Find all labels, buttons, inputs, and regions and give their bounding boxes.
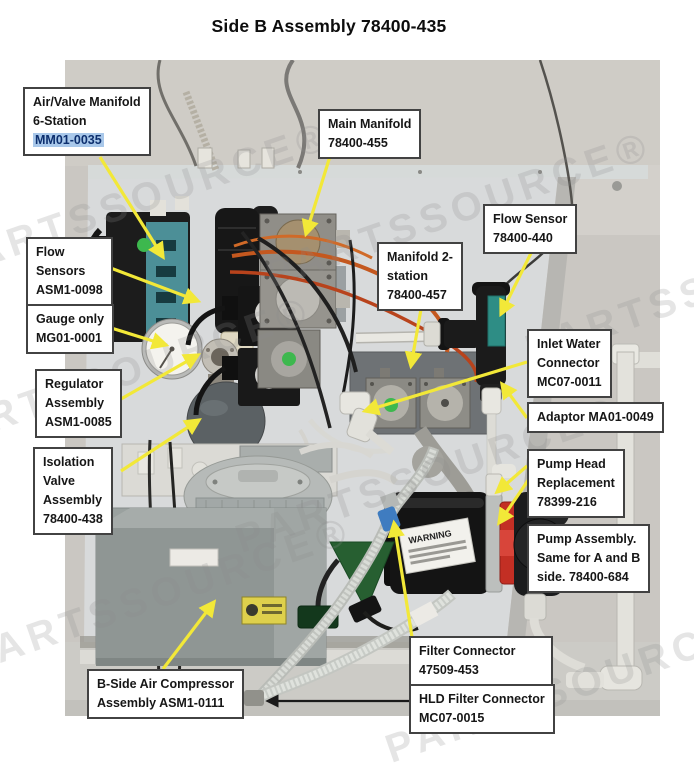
adaptor-fitting bbox=[481, 387, 502, 415]
label-hld-filter-connector: HLD Filter Connector MC07-0015 bbox=[409, 684, 555, 734]
page-title: Side B Assembly 78400-435 bbox=[211, 16, 447, 36]
label-gauge-only: Gauge only MG01-0001 bbox=[26, 304, 115, 354]
compressor-nameplate bbox=[169, 548, 219, 567]
air-compressor bbox=[95, 455, 333, 666]
label-flow-sensors: Flow Sensors ASM1-0098 bbox=[26, 237, 113, 306]
label-inlet-water-connector: Inlet Water Connector MC07-0011 bbox=[527, 329, 612, 398]
highlighted-part-number: MM01-0035 bbox=[33, 133, 104, 147]
label-pump-assembly: Pump Assembly. Same for A and B side. 78… bbox=[527, 524, 651, 593]
label-flow-sensor: Flow Sensor 78400-440 bbox=[483, 204, 578, 254]
hld-filter-connector-fitting bbox=[244, 690, 264, 706]
label-manifold-2-station: Manifold 2- station 78400-457 bbox=[377, 242, 463, 311]
label-regulator-assembly: Regulator Assembly ASM1-0085 bbox=[35, 369, 122, 438]
label-filter-connector: Filter Connector 47509-453 bbox=[409, 636, 553, 686]
black-tubing bbox=[240, 230, 358, 429]
label-main-manifold: Main Manifold 78400-455 bbox=[318, 109, 422, 159]
label-pump-head: Pump Head Replacement 78399-216 bbox=[527, 449, 625, 518]
label-air-valve-manifold: Air/Valve Manifold 6-Station MM01-0035 bbox=[23, 87, 151, 156]
label-adaptor: Adaptor MA01-0049 bbox=[527, 402, 664, 433]
label-compressor: B-Side Air Compressor Assembly ASM1-0111 bbox=[87, 669, 245, 719]
clear-tubes bbox=[298, 441, 399, 485]
label-isolation-valve: Isolation Valve Assembly 78400-438 bbox=[33, 447, 113, 535]
inlet-water-connector bbox=[339, 391, 395, 456]
top-cables bbox=[156, 60, 574, 205]
green-indicator-dot bbox=[137, 238, 151, 252]
pump-warning-label: WARNING bbox=[398, 517, 476, 575]
sensor-circuit-board bbox=[487, 295, 506, 347]
